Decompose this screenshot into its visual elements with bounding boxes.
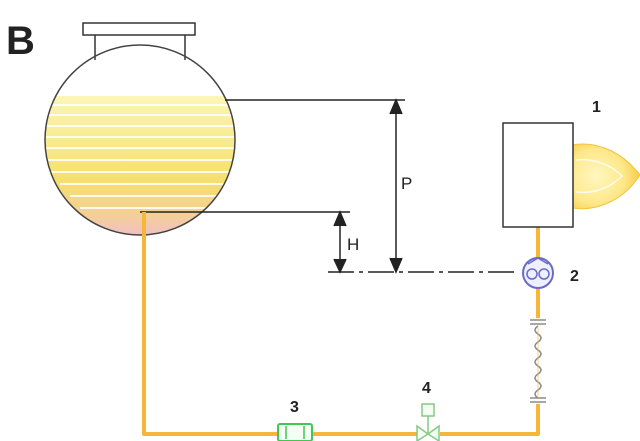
panel-letter: B — [6, 19, 35, 63]
flame-icon — [571, 143, 640, 210]
label-1: 1 — [592, 99, 601, 116]
pump-icon — [522, 257, 554, 289]
h-label: H — [347, 235, 359, 254]
filter-icon — [277, 423, 313, 441]
fuel-pipe — [142, 212, 540, 436]
liquid-level-lines — [45, 104, 235, 209]
label-2: 2 — [570, 268, 579, 285]
burner-body — [502, 122, 574, 228]
tank-flange — [82, 22, 196, 36]
label-3: 3 — [290, 399, 299, 416]
label-4: 4 — [422, 380, 431, 397]
p-label: P — [401, 174, 412, 193]
burner — [502, 122, 640, 228]
tank-neck — [94, 35, 186, 60]
valve-icon — [416, 403, 440, 441]
dimension-p — [225, 98, 405, 274]
tank-sphere — [44, 44, 236, 236]
flexible-hose — [530, 319, 546, 403]
dimension-h — [140, 210, 350, 274]
